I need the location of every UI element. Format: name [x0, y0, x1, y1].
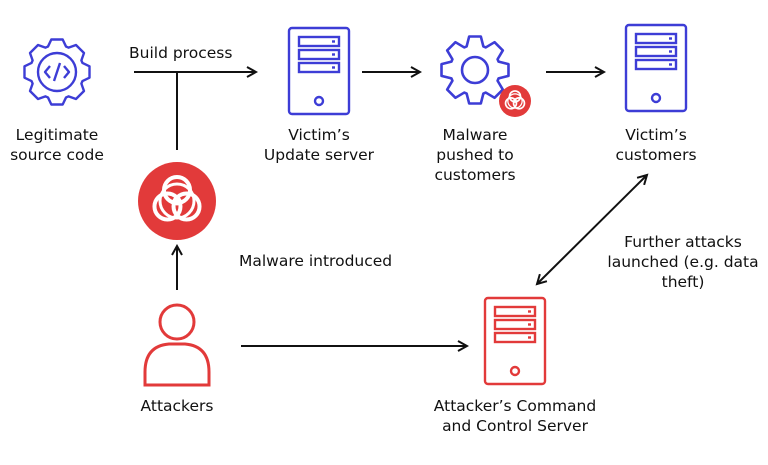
customers-server-icon: [624, 23, 688, 113]
customers-label: Victim’s customers: [615, 126, 697, 164]
malware-pushed-label: Malware pushed to customers: [434, 126, 516, 184]
c2-server-icon: [483, 296, 547, 386]
malware-introduced-label: Malware introduced: [239, 252, 393, 270]
source-code-label: Legitimate source code: [10, 126, 104, 164]
attackers-person-icon: [143, 303, 211, 387]
malware-gear-icon: [440, 35, 510, 105]
code-gear-icon: [23, 38, 91, 106]
update-server-icon: [287, 26, 351, 116]
update-server-label: Victim’s Update server: [263, 126, 375, 164]
biohazard-badge-icon: [499, 85, 531, 117]
attackers-label: Attackers: [140, 397, 214, 415]
biohazard-icon: [138, 162, 216, 240]
further-attacks-label: Further attacks launched (e.g. data thef…: [607, 233, 759, 291]
build-process-label: Build process: [129, 44, 233, 62]
c2-customers-bidirectional-arrow: [537, 175, 647, 284]
c2-server-label: Attacker’s Command and Control Server: [433, 397, 597, 435]
